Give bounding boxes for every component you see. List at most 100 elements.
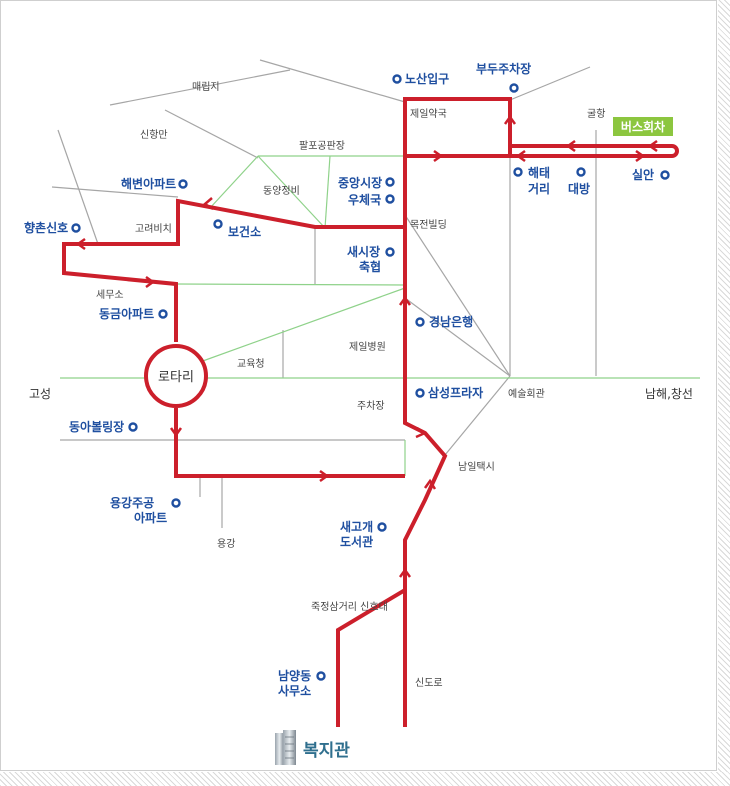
stop-label[interactable]: 거리 bbox=[528, 181, 550, 196]
place-label: 제일병원 bbox=[349, 341, 386, 353]
place-label: 신도로 bbox=[415, 677, 443, 689]
green-road bbox=[324, 155, 331, 229]
stop-dot[interactable] bbox=[509, 83, 519, 93]
edge-label-namhae: 남해,창선 bbox=[645, 387, 693, 401]
arrow-icon bbox=[319, 469, 330, 483]
stop-dot[interactable] bbox=[316, 671, 326, 681]
road bbox=[444, 375, 511, 456]
place-label: 고려비치 bbox=[135, 223, 172, 235]
stop-labels: 노산입구 부두주차장 해변아파트 중앙시장 우체국 해태 거리 대방 실안 향촌… bbox=[24, 61, 654, 698]
place-label: 팔포공판장 bbox=[299, 140, 345, 152]
stop-dot[interactable] bbox=[513, 167, 523, 177]
hatch-border-bottom bbox=[0, 772, 730, 786]
arrow-icon bbox=[202, 197, 214, 211]
stop-dot[interactable] bbox=[576, 167, 586, 177]
green-road bbox=[199, 287, 406, 363]
place-label: 교육청 bbox=[237, 358, 265, 370]
stop-dot[interactable] bbox=[71, 223, 81, 233]
green-roads bbox=[60, 155, 700, 476]
map-panel bbox=[0, 0, 717, 771]
arrow-icon bbox=[145, 275, 156, 289]
arrow-icon bbox=[515, 149, 526, 163]
road bbox=[404, 214, 511, 377]
stop-label[interactable]: 사무소 bbox=[278, 683, 311, 698]
place-label: 예술회관 bbox=[508, 388, 545, 400]
road bbox=[404, 297, 511, 377]
stop-dots bbox=[71, 74, 670, 681]
stop-label[interactable]: 보건소 bbox=[228, 224, 261, 239]
stop-dot[interactable] bbox=[128, 422, 138, 432]
stop-label[interactable]: 향촌신호 bbox=[24, 220, 68, 235]
arrow-icon bbox=[635, 149, 646, 163]
stop-label[interactable]: 우체국 bbox=[348, 192, 381, 207]
welfare-label[interactable]: 복지관 bbox=[303, 741, 350, 761]
road bbox=[109, 69, 291, 106]
building-body bbox=[275, 733, 284, 765]
stop-dot[interactable] bbox=[385, 177, 395, 187]
stop-label[interactable]: 실안 bbox=[632, 167, 654, 182]
place-label: 동양정비 bbox=[263, 185, 300, 197]
road bbox=[57, 129, 99, 245]
stop-dot[interactable] bbox=[392, 74, 402, 84]
stop-label[interactable]: 동아볼링장 bbox=[69, 419, 124, 434]
stop-dot[interactable] bbox=[158, 309, 168, 319]
stop-label[interactable]: 새고개 bbox=[340, 519, 373, 534]
arrow-icon bbox=[503, 114, 517, 125]
edge-label-goseong: 고성 bbox=[29, 387, 51, 401]
stop-label[interactable]: 동금아파트 bbox=[99, 306, 154, 321]
stop-label[interactable]: 경남은행 bbox=[429, 314, 473, 329]
badge-background bbox=[613, 117, 673, 136]
place-label: 굴항 bbox=[587, 108, 605, 120]
stop-dot[interactable] bbox=[660, 170, 670, 180]
place-labels: 매립지 신항만 제일약국 굴항 팔포공판장 동양정비 고려비치 목전빌딩 세무소… bbox=[29, 80, 693, 689]
place-label: 신항만 bbox=[140, 129, 168, 141]
green-road bbox=[257, 155, 326, 229]
stop-label[interactable]: 용강주공 bbox=[110, 495, 154, 510]
stop-dot[interactable] bbox=[171, 498, 181, 508]
bus-turnaround-badge: 버스회차 bbox=[613, 117, 673, 136]
stop-label[interactable]: 축협 bbox=[359, 259, 381, 274]
arrow-icon bbox=[565, 139, 576, 153]
road bbox=[509, 66, 591, 101]
stop-dot[interactable] bbox=[377, 522, 387, 532]
road bbox=[51, 186, 179, 198]
route-segment bbox=[174, 408, 405, 478]
place-label: 남일택시 bbox=[458, 461, 495, 473]
place-label: 제일약국 bbox=[410, 108, 447, 120]
arrow-icon bbox=[647, 139, 658, 153]
stop-dot[interactable] bbox=[385, 194, 395, 204]
place-label: 목전빌딩 bbox=[410, 219, 447, 231]
rotary-circle bbox=[144, 344, 208, 408]
stop-label[interactable]: 중앙시장 bbox=[338, 176, 382, 190]
stop-label[interactable]: 해태 bbox=[528, 165, 550, 180]
arrow-icon bbox=[433, 149, 444, 163]
route-segment bbox=[403, 97, 512, 590]
stop-dot[interactable] bbox=[213, 219, 223, 229]
arrow-icon bbox=[423, 478, 437, 490]
stop-label[interactable]: 아파트 bbox=[134, 510, 167, 525]
stop-dot[interactable] bbox=[415, 388, 425, 398]
stop-label[interactable]: 삼성프라자 bbox=[428, 385, 483, 400]
stop-label[interactable]: 대방 bbox=[568, 181, 590, 196]
arrow-icon bbox=[398, 295, 412, 306]
stop-label[interactable]: 해변아파트 bbox=[121, 176, 176, 191]
place-label: 죽정삼거리 신호대 bbox=[311, 601, 388, 613]
gray-roads bbox=[51, 59, 597, 528]
stop-label[interactable]: 도서관 bbox=[340, 534, 373, 549]
stop-label[interactable]: 노산입구 bbox=[405, 71, 449, 86]
hatch-border-right bbox=[718, 0, 730, 786]
arrow-icon bbox=[169, 427, 183, 438]
stop-label[interactable]: 남양동 bbox=[278, 668, 311, 683]
stop-dot[interactable] bbox=[178, 179, 188, 189]
route-arrows bbox=[75, 114, 658, 578]
stop-label[interactable]: 부두주차장 bbox=[476, 61, 531, 76]
badge-label: 버스회차 bbox=[621, 119, 665, 134]
stop-dot[interactable] bbox=[385, 247, 395, 257]
route-segment bbox=[336, 586, 407, 727]
stop-label[interactable]: 새시장 bbox=[347, 244, 380, 259]
green-road bbox=[175, 283, 406, 286]
welfare-center: 복지관 bbox=[275, 730, 350, 765]
stop-dot[interactable] bbox=[415, 317, 425, 327]
